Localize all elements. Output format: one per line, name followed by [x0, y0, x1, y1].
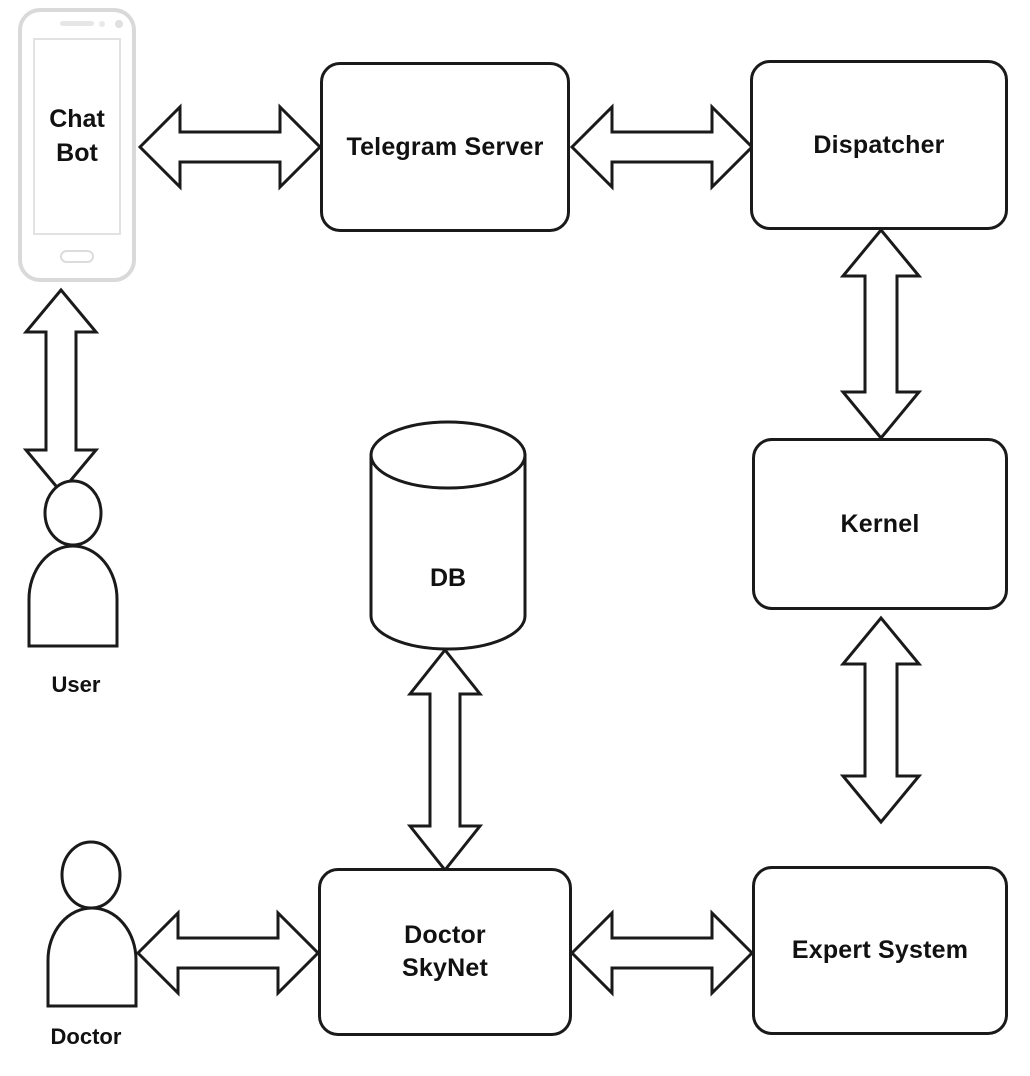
node-database[interactable] — [366, 420, 530, 656]
node-chat-bot[interactable]: Chat Bot — [18, 8, 136, 282]
phone-camera-icon — [115, 20, 123, 28]
connector-db-doctorskynet — [406, 647, 484, 873]
phone-sensor-icon — [99, 21, 105, 27]
phone-home-button[interactable] — [60, 250, 94, 263]
double-arrow-vertical-icon — [839, 615, 923, 825]
connector-doctorskynet-expertsystem — [569, 908, 755, 998]
node-doctor-skynet[interactable]: Doctor SkyNet — [318, 868, 572, 1036]
node-expert-system[interactable]: Expert System — [752, 866, 1008, 1035]
node-telegram-server[interactable]: Telegram Server — [320, 62, 570, 232]
node-chat-bot-label: Chat Bot — [49, 105, 105, 167]
double-arrow-vertical-icon — [839, 227, 923, 441]
node-dispatcher-label: Dispatcher — [813, 130, 945, 159]
node-user-label: User — [51, 672, 101, 697]
node-kernel[interactable]: Kernel — [752, 438, 1008, 610]
user-actor-icon — [27, 479, 119, 648]
connector-telegram-dispatcher — [569, 102, 755, 192]
node-doctor[interactable] — [46, 838, 174, 1010]
node-kernel-label: Kernel — [840, 509, 920, 538]
phone-speaker-icon — [60, 21, 94, 26]
node-doctor-label: Doctor — [50, 1024, 122, 1049]
double-arrow-horizontal-icon — [137, 103, 323, 191]
phone-screen: Chat Bot — [33, 38, 121, 235]
double-arrow-horizontal-icon — [569, 103, 755, 191]
node-database-label: DB — [429, 564, 467, 592]
node-dispatcher[interactable]: Dispatcher — [750, 60, 1008, 230]
double-arrow-vertical-icon — [406, 647, 484, 873]
node-telegram-server-label: Telegram Server — [346, 132, 544, 161]
connector-dispatcher-kernel — [838, 227, 924, 441]
node-doctor-skynet-label: Doctor SkyNet — [402, 921, 488, 982]
doctor-actor-icon — [46, 840, 138, 1008]
node-expert-system-label: Expert System — [791, 936, 969, 964]
node-user[interactable] — [16, 479, 136, 652]
double-arrow-vertical-icon — [22, 287, 100, 495]
connector-kernel-expertsystem — [838, 615, 924, 825]
connector-chatbot-telegram — [137, 102, 323, 192]
double-arrow-horizontal-icon — [569, 909, 755, 997]
database-cylinder-icon — [369, 420, 527, 651]
connector-user-chatbot — [22, 287, 100, 495]
